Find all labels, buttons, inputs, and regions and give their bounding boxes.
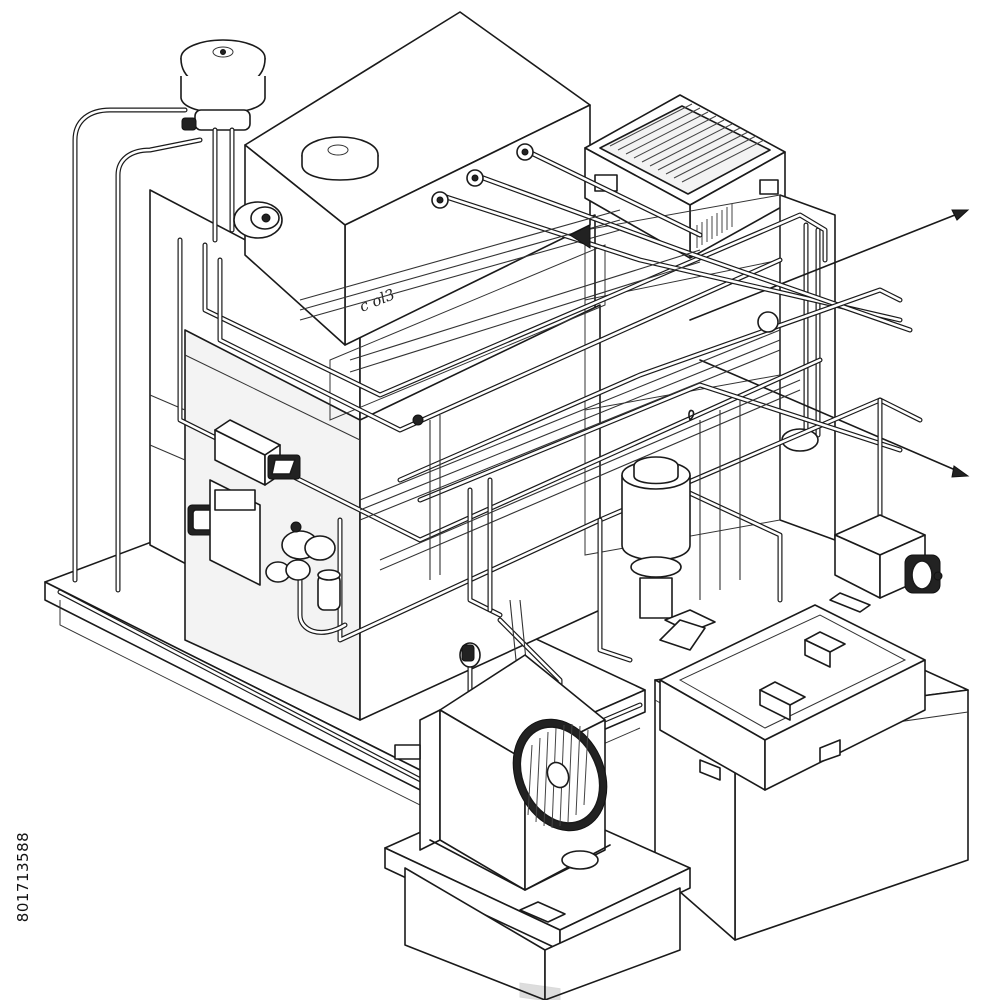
side-stock-label: 801713588 [8,765,38,990]
arrow-icon [689,209,970,478]
fan-unit [419,654,611,891]
fittings [394,143,779,760]
cylinder-tank [621,456,691,619]
tank-dome-icon [180,39,266,243]
valve-cluster [187,479,341,611]
pump-motor [834,514,943,599]
top-cap [301,136,379,181]
pipe-coupling [233,201,283,239]
stock-id-text: 801713588 [14,831,32,923]
wiring [299,209,801,701]
electrical-panel [659,592,926,791]
junction-box [214,419,301,486]
fan-grille-icon [512,718,608,832]
